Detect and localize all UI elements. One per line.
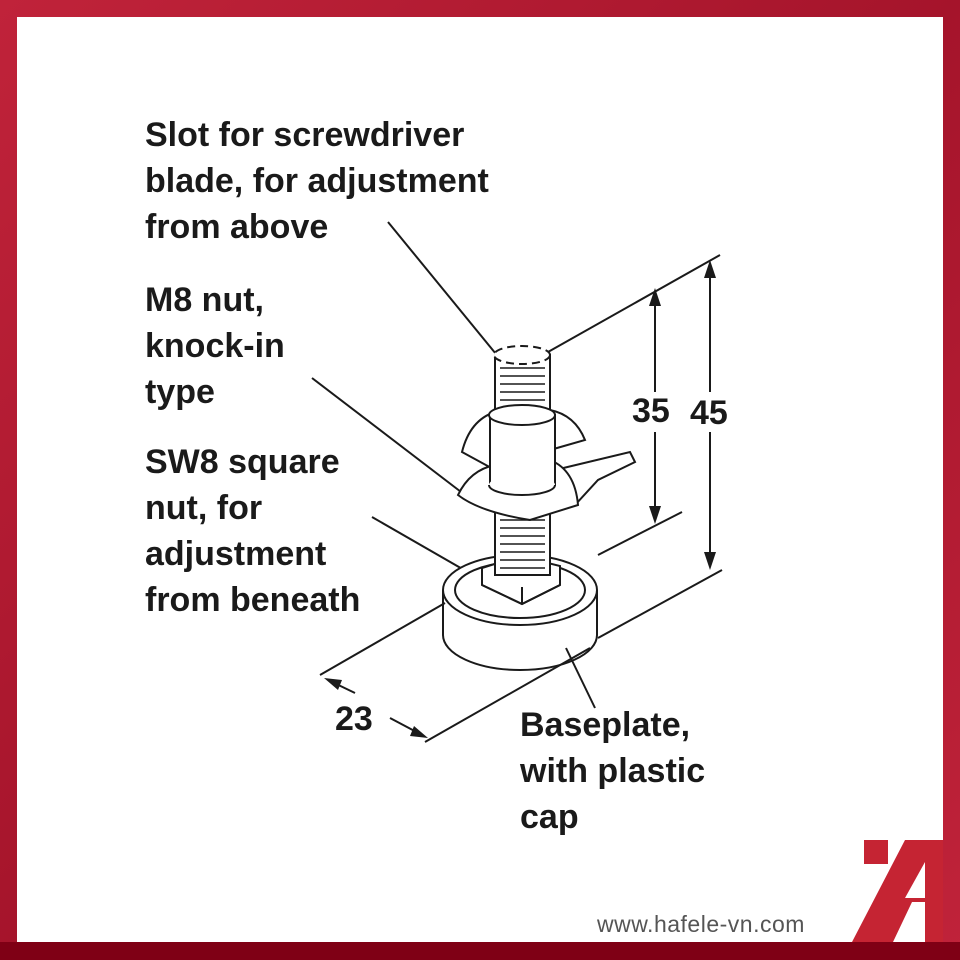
dimension-45: 45 (690, 394, 728, 432)
knock-in-nut (456, 404, 637, 522)
label-m8-nut: M8 nut, knock-in type (145, 281, 285, 411)
label-sw8-nut: SW8 square nut, for adjustment from bene… (145, 443, 361, 619)
dimension-23: 23 (335, 700, 373, 738)
frame-bottom (0, 942, 960, 960)
label-baseplate: Baseplate, with plastic cap (520, 706, 706, 836)
arrowheads (324, 260, 716, 738)
website-url: www.hafele-vn.com (597, 911, 805, 937)
label-slot: Slot for screwdriver blade, for adjustme… (145, 116, 489, 246)
dimension-35: 35 (632, 392, 670, 430)
